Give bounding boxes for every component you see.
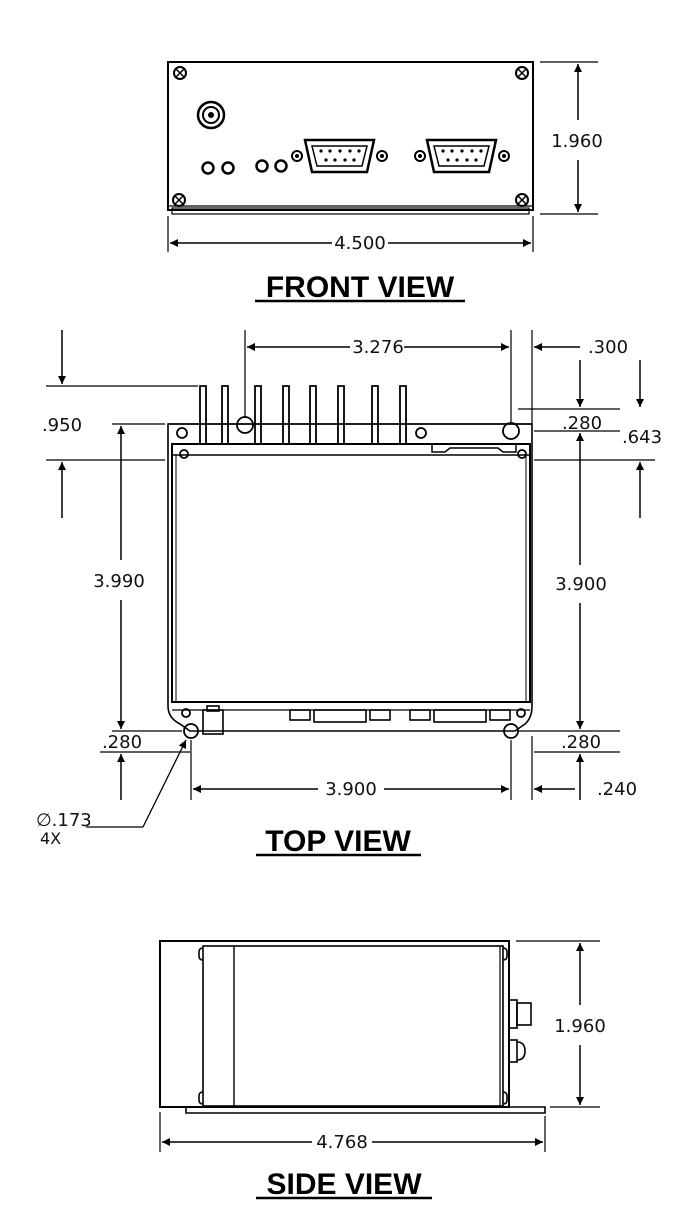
screw-icon	[173, 67, 528, 206]
side-connectors	[509, 1000, 531, 1062]
side-height-label: 1.960	[554, 1016, 606, 1037]
side-view: 1.960 4.768 SIDE VIEW	[160, 941, 606, 1201]
db9-connector-icon	[415, 140, 509, 172]
right-top-offset-label: .300	[588, 337, 628, 358]
hole-spacing-bottom-label: 3.900	[325, 779, 377, 800]
hole-spacing-bottom-dimension: 3.900	[191, 740, 511, 800]
right-bottom-offset-label: .240	[597, 779, 637, 800]
front-width-dimension: 4.500	[168, 216, 533, 254]
left-fin-height-label: .950	[42, 415, 82, 436]
side-enclosure	[160, 941, 509, 1107]
front-view-title: FRONT VIEW	[266, 271, 455, 304]
led-indicator-icon	[203, 161, 287, 174]
hole-spacing-top-label: 3.276	[352, 337, 404, 358]
front-width-label: 4.500	[334, 233, 386, 254]
right-height-label: 3.900	[555, 574, 607, 595]
side-width-dimension: 4.768	[160, 1112, 545, 1153]
front-enclosure	[168, 62, 533, 210]
heatsink-fins	[200, 386, 406, 444]
hole-count-label: 4X	[40, 829, 61, 848]
screw-icon	[199, 948, 507, 1104]
left-hole-offset-bottom-label: .280	[102, 732, 142, 753]
front-view: 1.960 4.500 FRONT VIEW	[168, 62, 603, 304]
db9-connector-icon	[292, 140, 387, 172]
antenna-connector-icon	[198, 102, 224, 128]
right-height-dimension: 3.900	[534, 433, 620, 752]
top-enclosure-body	[172, 444, 530, 702]
hole-callout: ∅.173 4X	[36, 740, 186, 848]
right-top-depth-dimension: .643	[534, 360, 662, 518]
left-height-label: 3.990	[93, 571, 145, 592]
right-top-depth-label: .643	[622, 427, 662, 448]
side-width-label: 4.768	[316, 1132, 368, 1153]
top-view: 3.276 .300 .950 3.990 .280	[36, 330, 662, 858]
front-height-label: 1.960	[551, 131, 603, 152]
top-view-title: TOP VIEW	[265, 825, 411, 858]
front-height-dimension: 1.960	[540, 62, 603, 214]
side-view-title: SIDE VIEW	[266, 1168, 422, 1201]
side-height-dimension: 1.960	[516, 941, 606, 1107]
left-hole-offset-bottom-dimension: .280	[100, 732, 190, 800]
hole-diameter-label: ∅.173	[36, 810, 92, 831]
right-hole-offset-top-dimension: .280	[518, 360, 620, 434]
right-hole-offset-bottom-label: .280	[561, 732, 601, 753]
screw-icon	[177, 428, 526, 717]
right-hole-offset-top-label: .280	[562, 413, 602, 434]
mounting-hole-icon	[184, 417, 519, 738]
mounting-flange	[168, 424, 532, 731]
